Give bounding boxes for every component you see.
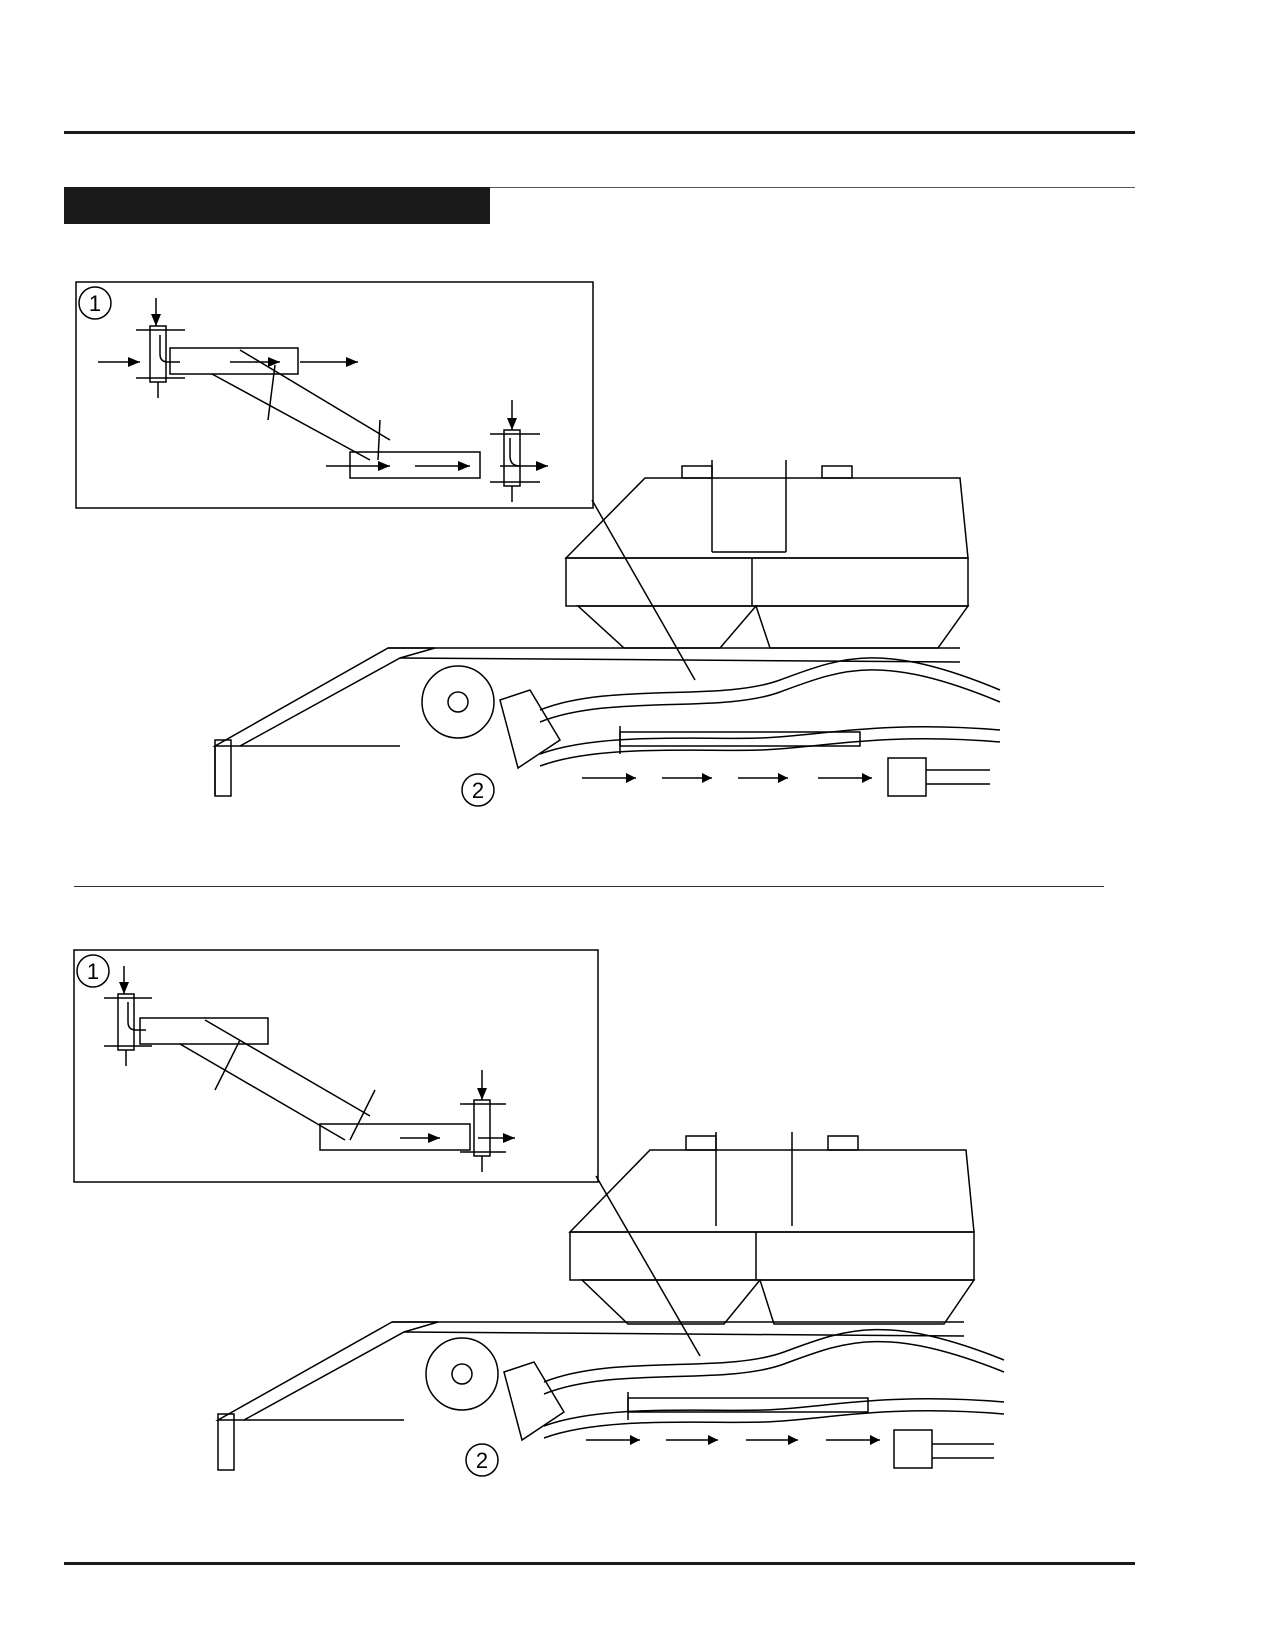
callout-2-label: 2	[472, 778, 484, 803]
callout-1-label: 1	[87, 959, 99, 984]
callout-1-circle	[78, 286, 112, 320]
detail-inset-box	[73, 949, 599, 1183]
callout-1-circle	[76, 954, 110, 988]
callout-2-circle	[465, 1443, 499, 1477]
figure-top-drawing: 1 2	[75, 281, 1001, 807]
detail-inset-box	[75, 281, 594, 509]
figure-top: 1 2	[0, 270, 1275, 870]
tank-top	[568, 1149, 975, 1233]
fan-housing	[421, 665, 495, 739]
leader-line	[591, 499, 696, 681]
leader-line	[595, 1175, 701, 1357]
tank-top	[564, 477, 969, 559]
fan-housing	[425, 1337, 499, 1411]
figure-divider	[74, 886, 1104, 887]
figure-bottom: 1 2	[0, 940, 1275, 1550]
callout-1-label: 1	[89, 291, 101, 316]
callout-2-label: 2	[476, 1448, 488, 1473]
footer-rule	[64, 1562, 1135, 1565]
section-title-line	[490, 187, 1135, 188]
figure-bottom-drawing: 1 2	[73, 949, 1005, 1477]
callout-2-circle	[461, 773, 495, 807]
header-rule	[64, 131, 1135, 134]
section-title-bar	[64, 187, 490, 224]
